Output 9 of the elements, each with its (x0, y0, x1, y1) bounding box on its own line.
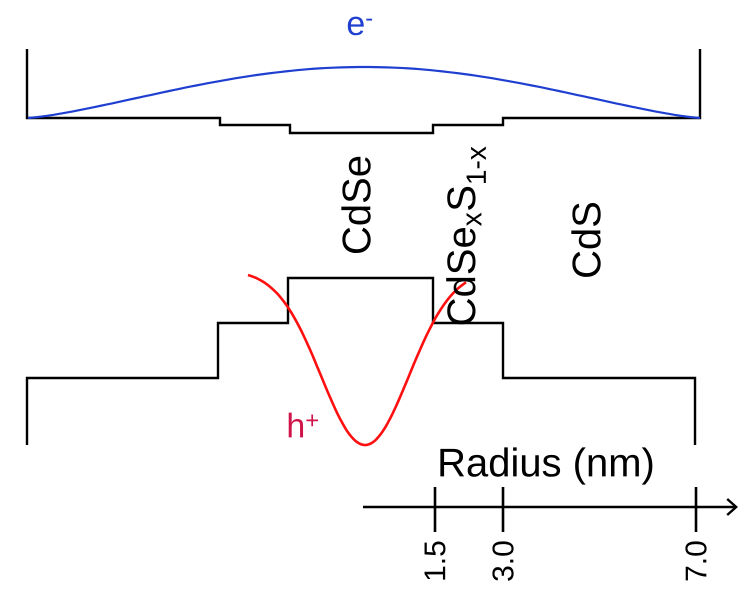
tick-label: 1.5 (424, 541, 446, 580)
axis-title: Radius (nm) (440, 447, 652, 485)
material-label: CdSe$_{x}$S$_{1-x}$ (446, 146, 486, 324)
carrier-label: h$^{+}$ (288, 412, 318, 438)
carrier-label: e$^{-}$ (348, 16, 372, 36)
material-label: CdSe (341, 156, 371, 253)
tick-label: 7.0 (685, 541, 707, 580)
tick-label: 3.0 (492, 541, 514, 581)
material-label: CdS (571, 202, 601, 277)
